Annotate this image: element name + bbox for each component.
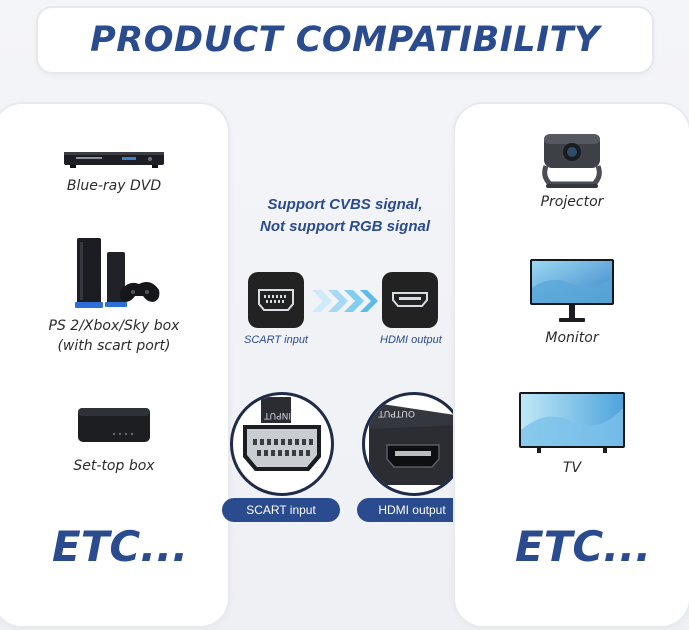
device-label: PS 2/Xbox/Sky box	[48, 318, 180, 334]
scart-port-label: SCART input	[244, 334, 308, 346]
hdmi-plug-icon: OUTPUT	[369, 403, 457, 485]
hdmi-output-badge: HDMI output	[357, 498, 467, 522]
device-label: Projector	[540, 194, 604, 210]
tv-icon	[519, 392, 625, 453]
hdmi-port-box	[382, 272, 438, 328]
title-banner: PRODUCT COMPATIBILITY	[38, 8, 652, 72]
device-set-top-box: Set-top box	[34, 400, 194, 476]
projector-icon	[542, 134, 602, 188]
device-projector: Projector	[492, 130, 652, 212]
signal-note-line2: Not support RGB signal	[260, 218, 430, 235]
arrow-right-icon	[312, 290, 378, 312]
display-devices-panel: Projector Monitor TV ETC...	[455, 104, 689, 626]
device-tv: TV	[492, 390, 652, 478]
monitor-icon	[530, 259, 614, 322]
scart-port-icon	[258, 289, 294, 311]
source-devices-panel: Blue-ray DVD PS 2/Xbox/Sky box (with sca…	[0, 104, 228, 626]
device-label: TV	[562, 460, 582, 476]
device-dvd: Blue-ray DVD	[34, 148, 194, 196]
scart-input-badge: SCART input	[222, 498, 340, 522]
device-sublabel: (with scart port)	[57, 338, 171, 354]
hdmi-port-label: HDMI output	[380, 334, 442, 346]
game-console-icon	[75, 238, 160, 308]
scart-plug-text: INPUT	[264, 410, 291, 420]
set-top-box-icon	[78, 408, 150, 442]
etc-text: ETC...	[515, 522, 652, 571]
hdmi-plug-text: OUTPUT	[378, 408, 415, 418]
page-title: PRODUCT COMPATIBILITY	[90, 20, 600, 60]
scart-plug-photo: INPUT	[230, 392, 334, 496]
hdmi-plug-photo: OUTPUT	[362, 392, 466, 496]
scart-plug-icon: INPUT	[243, 397, 321, 471]
device-label: Monitor	[545, 330, 599, 346]
dvd-player-icon	[64, 152, 164, 168]
etc-text: ETC...	[52, 522, 189, 571]
device-label: Set-top box	[73, 458, 155, 474]
signal-note-line1: Support CVBS signal,	[267, 196, 423, 213]
device-monitor: Monitor	[492, 258, 652, 348]
hdmi-port-icon	[392, 292, 428, 307]
device-label: Blue-ray DVD	[66, 178, 162, 194]
device-console: PS 2/Xbox/Sky box (with scart port)	[24, 234, 204, 356]
scart-port-box	[248, 272, 304, 328]
